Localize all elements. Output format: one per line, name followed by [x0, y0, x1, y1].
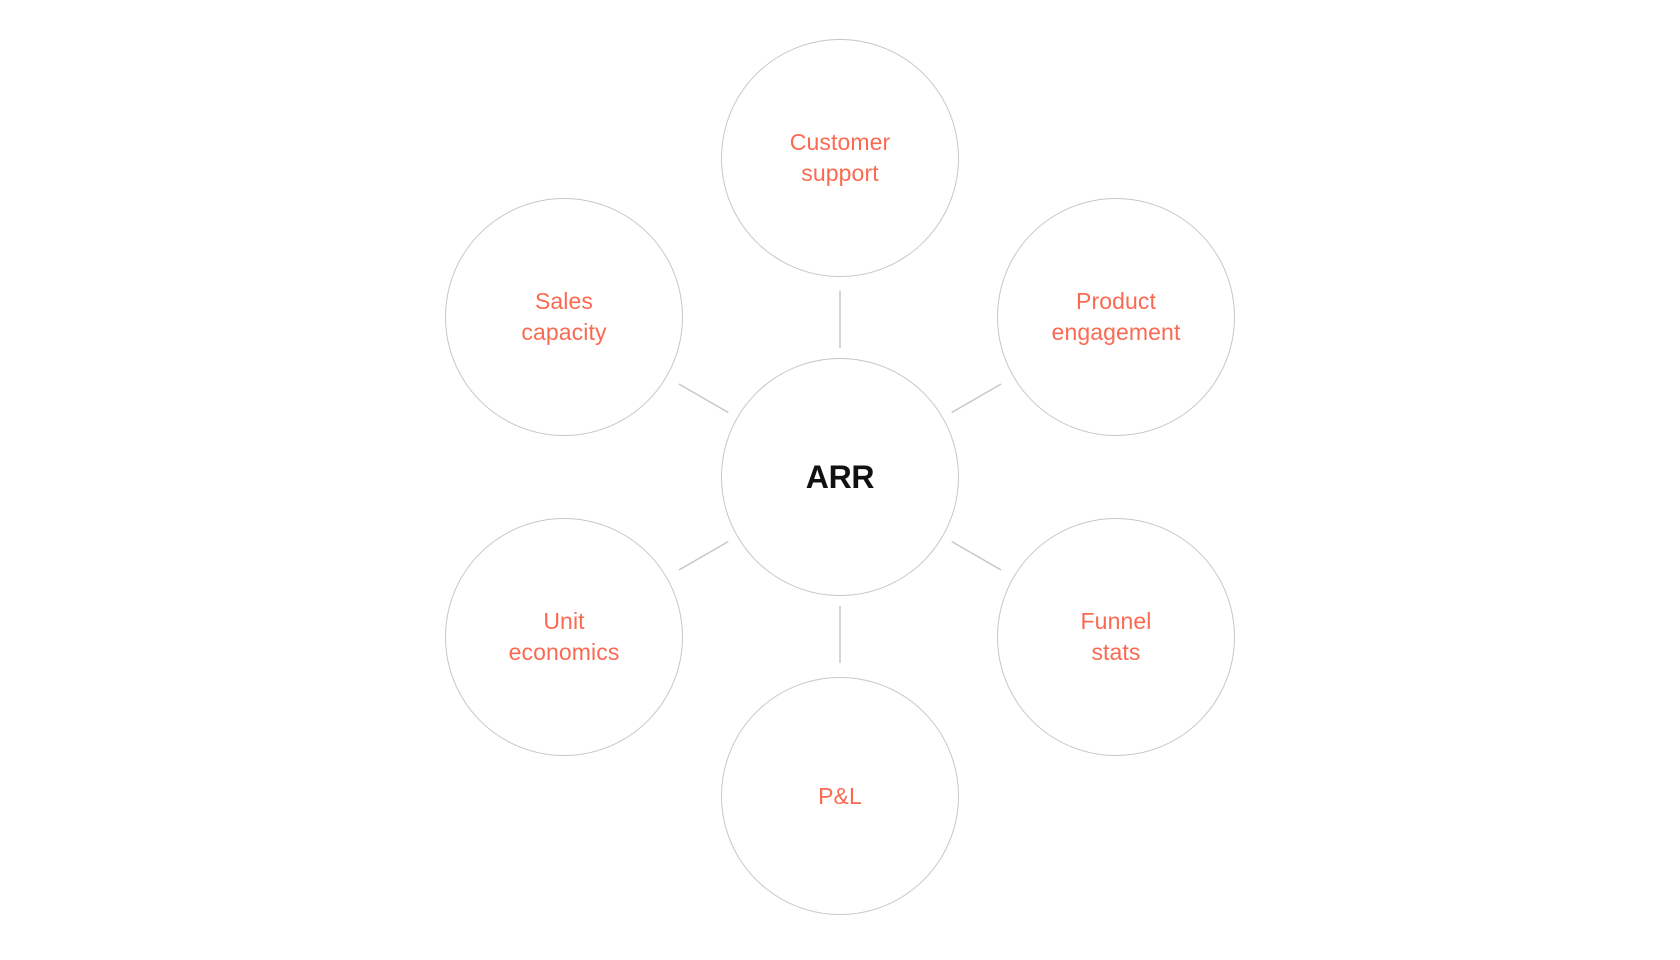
- node-arr[interactable]: ARR: [721, 358, 959, 596]
- node-product-engagement[interactable]: Product engagement: [997, 198, 1235, 436]
- node-unit-economics-label: Unit economics: [508, 608, 620, 665]
- node-sales-capacity[interactable]: Sales capacity: [445, 198, 683, 436]
- node-customer-support-label: Customer support: [789, 129, 891, 186]
- node-customer-support[interactable]: Customer support: [721, 39, 959, 277]
- node-sales-capacity-label: Sales capacity: [521, 288, 607, 345]
- node-arr-label: ARR: [805, 459, 875, 495]
- node-product-engagement-label: Product engagement: [1051, 288, 1181, 345]
- node-funnel-stats-label: Funnel stats: [1080, 608, 1152, 665]
- node-pnl-label: P&L: [818, 782, 862, 809]
- node-pnl[interactable]: P&L: [721, 677, 959, 915]
- connector-center-to-upper-left: [678, 383, 729, 414]
- node-funnel-stats[interactable]: Funnel stats: [997, 518, 1235, 756]
- connector-center-to-lower-right: [951, 540, 1002, 571]
- node-unit-economics[interactable]: Unit economics: [445, 518, 683, 756]
- connector-center-to-lower-left: [678, 540, 729, 571]
- connector-center-to-upper-right: [951, 383, 1002, 414]
